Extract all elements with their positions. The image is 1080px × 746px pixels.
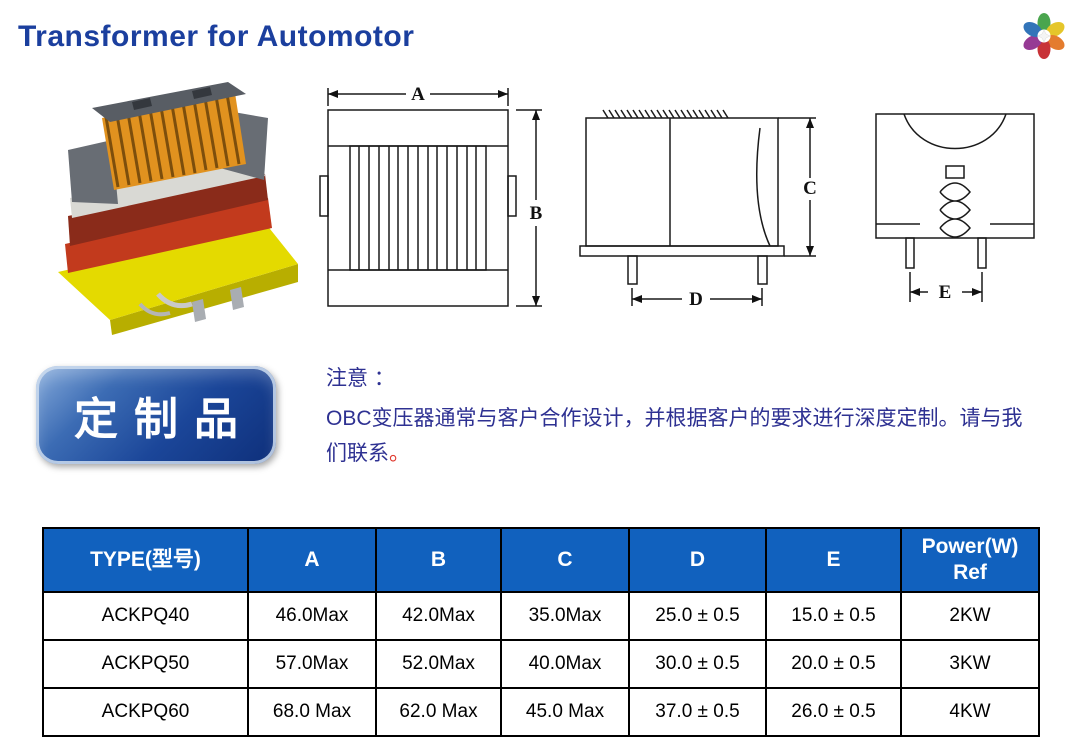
- table-cell: 30.0 ± 0.5: [628, 639, 767, 689]
- table-cell: 62.0 Max: [375, 687, 502, 737]
- company-flower-logo-icon: [1020, 12, 1068, 60]
- table-cell: 57.0Max: [247, 639, 377, 689]
- drawing-side-view: C D: [578, 94, 838, 319]
- col-header-type: TYPE(型号): [42, 527, 249, 593]
- drawing-front-view: A B: [318, 78, 563, 318]
- table-cell: 42.0Max: [375, 591, 502, 641]
- table-cell: ACKPQ40: [42, 591, 249, 641]
- table-cell: 15.0 ± 0.5: [765, 591, 902, 641]
- table-header-row: TYPE(型号) A B C D E Power(W) Ref: [42, 527, 1040, 593]
- table-row: ACKPQ60 68.0 Max 62.0 Max 45.0 Max 37.0 …: [42, 687, 1040, 737]
- table-row: ACKPQ50 57.0Max 52.0Max 40.0Max 30.0 ± 0…: [42, 639, 1040, 689]
- transformer-product-image: [40, 58, 305, 338]
- col-header-d: D: [628, 527, 767, 593]
- table-cell: ACKPQ60: [42, 687, 249, 737]
- note-body-text: OBC变压器通常与客户合作设计，并根据客户的要求进行深度定制。请与我们联系: [326, 407, 1023, 465]
- dim-label-a: A: [411, 84, 425, 105]
- table-cell: 37.0 ± 0.5: [628, 687, 767, 737]
- table-cell: 26.0 ± 0.5: [765, 687, 902, 737]
- col-header-a: A: [247, 527, 377, 593]
- col-header-c: C: [500, 527, 630, 593]
- col-header-power: Power(W) Ref: [900, 527, 1040, 593]
- note-body: OBC变压器通常与客户合作设计，并根据客户的要求进行深度定制。请与我们联系。: [326, 402, 1042, 471]
- note-heading: 注意 ：: [326, 367, 395, 390]
- table-cell: 4KW: [900, 687, 1040, 737]
- drawing-end-view: E: [862, 96, 1052, 311]
- col-header-e: E: [765, 527, 902, 593]
- table-cell: 2KW: [900, 591, 1040, 641]
- table-cell: 25.0 ± 0.5: [628, 591, 767, 641]
- table-cell: 35.0Max: [500, 591, 630, 641]
- table-row: ACKPQ40 46.0Max 42.0Max 35.0Max 25.0 ± 0…: [42, 591, 1040, 641]
- dim-label-b: B: [530, 203, 543, 224]
- table-cell: 45.0 Max: [500, 687, 630, 737]
- col-header-b: B: [375, 527, 502, 593]
- dim-label-e: E: [939, 282, 952, 303]
- note-period: 。: [389, 441, 410, 465]
- table-cell: 3KW: [900, 639, 1040, 689]
- dim-label-c: C: [803, 178, 817, 199]
- table-cell: 46.0Max: [247, 591, 377, 641]
- table-cell: 20.0 ± 0.5: [765, 639, 902, 689]
- table-cell: 52.0Max: [375, 639, 502, 689]
- note-block: 注意 ： OBC变压器通常与客户合作设计，并根据客户的要求进行深度定制。请与我们…: [326, 362, 1042, 471]
- dim-label-d: D: [689, 289, 703, 310]
- table-cell: ACKPQ50: [42, 639, 249, 689]
- custom-product-badge-label: 定制品: [74, 395, 254, 444]
- table-cell: 68.0 Max: [247, 687, 377, 737]
- page-title: Transformer for Automotor: [18, 20, 415, 53]
- custom-product-badge: 定制品: [36, 366, 276, 464]
- table-cell: 40.0Max: [500, 639, 630, 689]
- spec-table: TYPE(型号) A B C D E Power(W) Ref ACKPQ40 …: [42, 527, 1040, 737]
